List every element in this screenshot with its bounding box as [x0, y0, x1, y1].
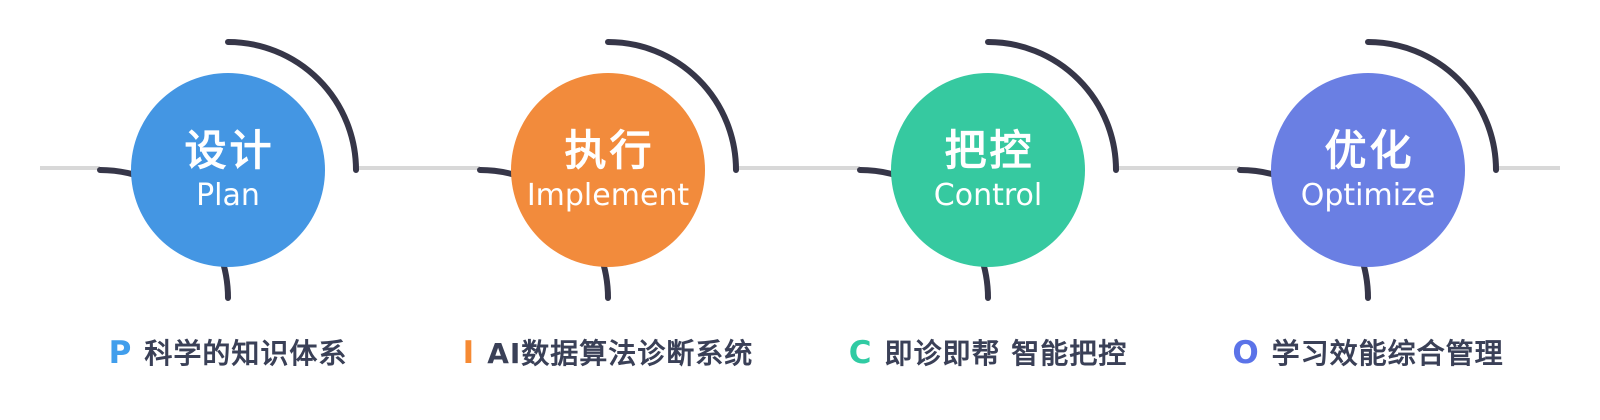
stage-optimize: 优化 Optimize — [1228, 30, 1508, 310]
stage-title-en: Control — [933, 177, 1043, 213]
stage-control: 把控 Control — [848, 30, 1128, 310]
connector-line-1-2 — [356, 166, 480, 170]
connector-line-end — [1496, 166, 1560, 170]
connector-line-2-3 — [736, 166, 860, 170]
stage-description-implement: I AI数据算法诊断系统 — [418, 334, 798, 377]
stage-description-text: 即诊即帮 智能把控 — [884, 337, 1128, 370]
stage-title-en: Implement — [526, 177, 690, 213]
stage-description-plan: P 科学的知识体系 — [38, 334, 418, 377]
stage-plan: 设计 Plan — [88, 30, 368, 310]
stage-description-text: AI数据算法诊断系统 — [487, 337, 754, 370]
stage-description-text: 科学的知识体系 — [144, 337, 348, 370]
connector-line-3-4 — [1116, 166, 1240, 170]
stage-circle-plan: 设计 Plan — [131, 73, 325, 267]
stage-title-zh: 设计 — [184, 126, 275, 176]
stage-title-zh: 执行 — [564, 126, 655, 176]
stage-title-zh: 优化 — [1324, 126, 1415, 176]
stage-description-text: 学习效能综合管理 — [1271, 337, 1504, 370]
stage-circle-implement: 执行 Implement — [511, 73, 705, 267]
stage-description-control: C 即诊即帮 智能把控 — [798, 334, 1178, 377]
arc-top-right — [605, 39, 739, 173]
stage-title-en: Plan — [196, 177, 260, 213]
stage-title-zh: 把控 — [944, 126, 1035, 176]
stage-circle-control: 把控 Control — [891, 73, 1085, 267]
arc-top-right — [985, 39, 1119, 173]
stage-letter: P — [108, 335, 132, 371]
stage-letter: O — [1232, 335, 1259, 371]
stage-title-en: Optimize — [1300, 177, 1436, 213]
stage-circle-optimize: 优化 Optimize — [1271, 73, 1465, 267]
connector-line-start — [40, 166, 100, 170]
stage-implement: 执行 Implement — [468, 30, 748, 310]
stage-letter: I — [462, 335, 475, 371]
arc-top-right — [1365, 39, 1499, 173]
stage-letter: C — [848, 335, 872, 371]
stage-description-optimize: O 学习效能综合管理 — [1178, 334, 1558, 377]
arc-top-right — [225, 39, 359, 173]
